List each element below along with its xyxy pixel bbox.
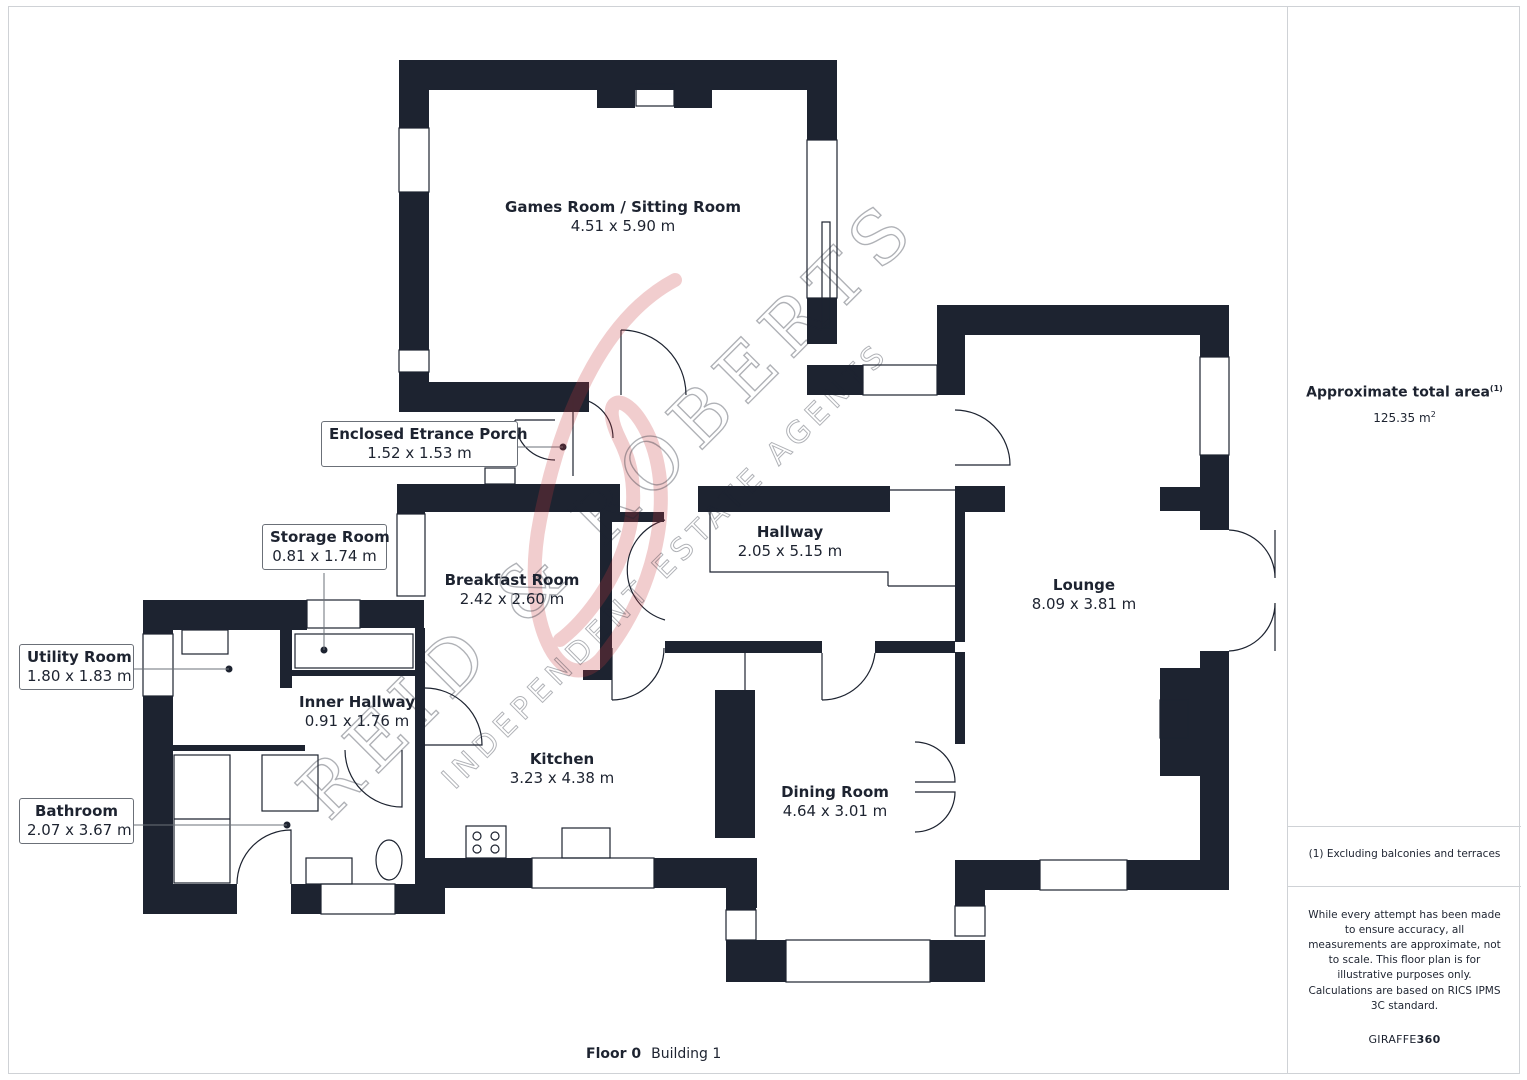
room-name: Dining Room [781, 783, 889, 801]
callout-utility-room: Utility Room 1.80 x 1.83 m [19, 644, 134, 690]
callout-dims: 1.52 x 1.53 m [367, 444, 472, 462]
room-dims: 2.42 x 2.60 m [459, 590, 565, 608]
room-name: Lounge [1052, 576, 1116, 594]
room-dims: 3.23 x 4.38 m [509, 769, 615, 787]
page-frame [8, 6, 1520, 1074]
label-dots [225, 443, 567, 829]
calculation-note: Calculations are based on RICS IPMS 3C s… [1308, 985, 1501, 1012]
room-name: Kitchen [529, 750, 595, 768]
area-title-sup: (1) [1489, 384, 1503, 393]
room-name: Games Room / Sitting Room [505, 198, 741, 216]
callout-name: Enclosed Etrance Porch [329, 425, 528, 443]
callout-dims: 2.07 x 3.67 m [27, 821, 132, 839]
room-kitchen: Kitchen 3.23 x 4.38 m [510, 750, 615, 788]
fixtures [142, 83, 1230, 983]
callout-dims: 1.80 x 1.83 m [27, 667, 132, 685]
floor-plan [134, 60, 1276, 983]
floor-label: Floor 0 [586, 1046, 642, 1062]
area-value: 125.35 m2 [1288, 410, 1521, 425]
callout-name: Utility Room [27, 648, 132, 666]
room-hallway: Hallway 2.05 x 5.15 m [738, 523, 843, 561]
room-dining-room: Dining Room 4.64 x 3.01 m [781, 783, 889, 821]
brand-logo: GIRAFFE360 [1288, 1033, 1521, 1046]
area-footnote: (1) Excluding balconies and terraces [1308, 848, 1501, 860]
area-title: Approximate total area(1) [1288, 384, 1521, 401]
area-title-text: Approximate total area [1306, 384, 1490, 401]
room-name: Hallway [756, 523, 824, 541]
building-label: Building 1 [651, 1046, 722, 1062]
room-dims: 2.05 x 5.15 m [737, 542, 843, 560]
callout-name: Bathroom [34, 802, 119, 820]
brand-text: GIRAFFE [1368, 1033, 1417, 1046]
room-lounge: Lounge 8.09 x 3.81 m [1032, 576, 1137, 614]
room-dims: 0.91 x 1.76 m [304, 712, 410, 730]
doors [236, 329, 1276, 885]
callout-enclosed-porch: Enclosed Etrance Porch 1.52 x 1.53 m [321, 421, 528, 467]
room-inner-hallway: Inner Hallway 0.91 x 1.76 m [299, 693, 415, 731]
sidebar-divider [1288, 826, 1521, 827]
room-dims: 4.64 x 3.01 m [782, 802, 888, 820]
room-dims: 8.09 x 3.81 m [1031, 595, 1137, 613]
room-games-room: Games Room / Sitting Room 4.51 x 5.90 m [505, 198, 741, 236]
room-dims: 4.51 x 5.90 m [570, 217, 676, 235]
room-name: Breakfast Room [444, 571, 580, 589]
brand-number: 360 [1416, 1033, 1441, 1046]
disclaimer: While every attempt has been made to ens… [1308, 909, 1501, 981]
callout-leaders [134, 446, 563, 826]
room-name: Inner Hallway [299, 693, 415, 711]
callout-storage-room: Storage Room 0.81 x 1.74 m [262, 524, 390, 570]
floor-caption: Floor 0 Building 1 [586, 1046, 721, 1062]
walls [143, 60, 1229, 982]
callout-dims: 0.81 x 1.74 m [272, 547, 377, 565]
callout-bathroom: Bathroom 2.07 x 3.67 m [19, 798, 134, 844]
room-breakfast-room: Breakfast Room 2.42 x 2.60 m [445, 571, 580, 609]
area-unit-sup: 2 [1430, 410, 1436, 419]
sidebar-divider [1288, 886, 1521, 887]
area-value-text: 125.35 m [1373, 411, 1431, 425]
info-sidebar: Approximate total area(1) 125.35 m2 (1) … [1287, 6, 1521, 1074]
callout-name: Storage Room [270, 528, 390, 546]
